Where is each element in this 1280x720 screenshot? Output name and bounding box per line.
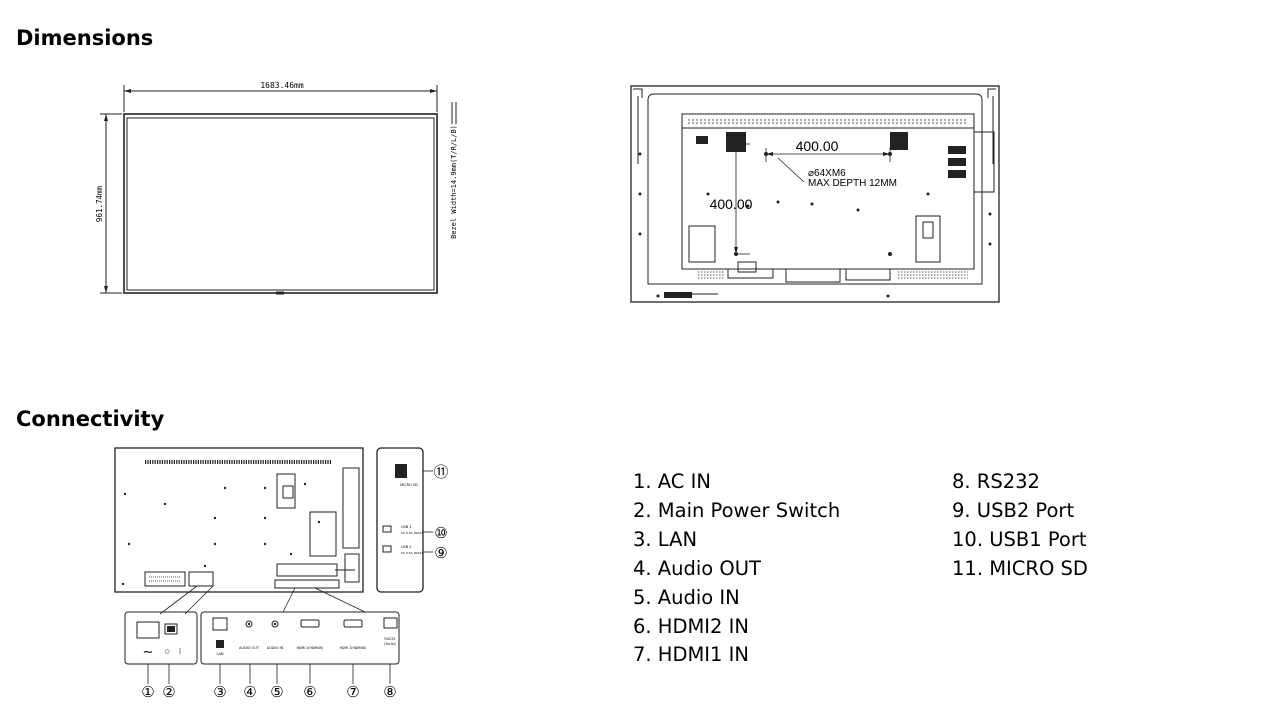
vesa-vertical-label: 400.00 <box>710 196 753 212</box>
connectivity-heading: Connectivity <box>16 407 165 431</box>
legend-item: 11. MICRO SD <box>952 556 1088 580</box>
callout-6: ⑥ <box>303 683 316 701</box>
callout-7: ⑦ <box>346 683 359 701</box>
callout-8: ⑧ <box>383 683 396 701</box>
legend-item: 8. RS232 <box>952 470 1040 493</box>
rs232-panel-label: RS232 <box>384 637 395 641</box>
legend-item: 5. Audio IN <box>633 585 740 609</box>
callout-10: ⑩ <box>434 524 447 542</box>
width-dimension-label: 1683.46mm <box>260 81 304 90</box>
port-legend-left: 1. AC IN 2. Main Power Switch 3. LAN 4. … <box>633 468 840 670</box>
hdmi1-panel-label: HDMI 1(HDMI4K) <box>340 646 367 650</box>
callout-4: ④ <box>243 683 256 701</box>
legend-item: 10. USB1 Port <box>952 527 1087 551</box>
height-dimension-label: 961.74mm <box>95 185 104 222</box>
dimensions-heading: Dimensions <box>16 26 154 50</box>
usb1-panel-label: USB 1 <box>401 525 412 529</box>
switch-on-symbol: ○ <box>164 648 169 655</box>
switch-off-symbol: | <box>179 648 181 655</box>
callout-2: ② <box>162 683 175 701</box>
callout-3: ③ <box>213 683 226 701</box>
legend-item: 3. LAN <box>633 527 698 551</box>
rs232-panel-sub: (Serial) <box>384 642 396 646</box>
callout-5: ⑤ <box>270 683 283 701</box>
ac-symbol: ∼ <box>143 645 154 660</box>
rear-vesa-drawing: 400.00 400.00 ⌀64XM6 MAX DEPTH 12MM <box>630 85 1000 303</box>
usb2-panel-label: USB 2 <box>401 545 412 549</box>
lan-panel-label: LAN <box>216 652 223 656</box>
screw-spec-label: ⌀64XM6 <box>808 168 846 179</box>
legend-item: 1. AC IN <box>633 470 711 493</box>
front-dimension-drawing: 1683.46mm 961.74mm Bezel Width=14.9mm(T/… <box>95 81 458 295</box>
callout-9: ⑨ <box>434 544 447 562</box>
hdmi2-panel-label: HDMI 2(HDMI4K) <box>297 646 324 650</box>
bezel-width-label: Bezel Width=14.9mm(T/R/L/B) <box>450 125 458 239</box>
port-legend-right: 8. RS232 9. USB2 Port 10. USB1 Port 11. … <box>952 468 1088 584</box>
callout-11: ⑪ <box>433 463 448 481</box>
micro-sd-panel-label: MICRO SD <box>400 483 418 487</box>
callout-1: ① <box>141 683 154 701</box>
usb1-panel-sub: 5V 0.5A (MAX) <box>401 531 423 535</box>
legend-item: 7. HDMI1 IN <box>633 643 750 667</box>
legend-item: 9. USB2 Port <box>952 498 1075 522</box>
legend-item: 4. Audio OUT <box>633 556 761 580</box>
usb2-panel-sub: 5V 0.5A (MAX) <box>401 551 423 555</box>
audio-in-panel-label: AUDIO IN <box>267 646 284 650</box>
legend-item: 2. Main Power Switch <box>633 498 841 522</box>
audio-out-panel-label: AUDIO OUT <box>239 646 260 650</box>
connectivity-drawing: MICRO SD USB 1 5V 0.5A (MAX) USB 2 5V 0.… <box>114 447 449 701</box>
vesa-horizontal-label: 400.00 <box>796 138 839 154</box>
legend-item: 6. HDMI2 IN <box>633 614 750 638</box>
max-depth-label: MAX DEPTH 12MM <box>808 178 897 189</box>
